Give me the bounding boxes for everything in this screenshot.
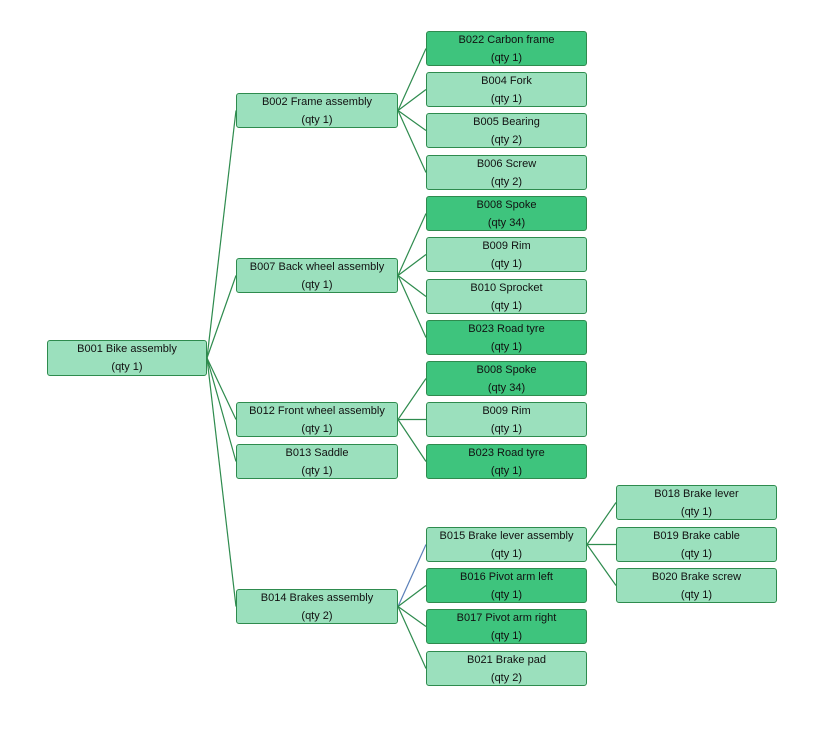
node-b009a: B009 Rim (qty 1)	[426, 237, 587, 272]
node-qty: (qty 1)	[680, 505, 713, 518]
node-qty: (qty 1)	[301, 278, 333, 291]
node-b012: B012 Front wheel assembly (qty 1)	[236, 402, 398, 437]
node-qty: (qty 1)	[490, 588, 523, 601]
edge-b007-b009a	[397, 254, 427, 276]
node-b023b: B023 Road tyre (qty 1)	[426, 444, 587, 479]
node-b007: B007 Back wheel assembly (qty 1)	[236, 258, 398, 293]
node-b001: B001 Bike assembly (qty 1)	[47, 340, 207, 376]
node-qty: (qty 2)	[490, 671, 523, 684]
node-qty: (qty 2)	[301, 609, 333, 622]
node-qty: (qty 1)	[301, 422, 333, 435]
node-name: B006 Screw	[476, 157, 537, 170]
node-b017: B017 Pivot arm right (qty 1)	[426, 609, 587, 644]
node-qty: (qty 34)	[487, 381, 526, 394]
node-name: B009 Rim	[482, 404, 531, 417]
node-name: B019 Brake cable	[653, 529, 740, 542]
node-b023a: B023 Road tyre (qty 1)	[426, 320, 587, 355]
node-qty: (qty 1)	[680, 588, 713, 601]
edge-b012-b008b	[397, 378, 427, 420]
edge-b007-b008a	[397, 213, 427, 276]
node-name: B008 Spoke	[476, 363, 537, 376]
node-name: B023 Road tyre	[468, 322, 545, 335]
edge-b001-b002	[206, 110, 237, 359]
node-b016: B016 Pivot arm left (qty 1)	[426, 568, 587, 603]
node-qty: (qty 1)	[111, 361, 143, 373]
node-b013: B013 Saddle (qty 1)	[236, 444, 398, 479]
node-b015: B015 Brake lever assembly (qty 1)	[426, 527, 587, 562]
node-name: B021 Brake pad	[467, 653, 546, 666]
node-qty: (qty 1)	[490, 257, 523, 270]
node-name: B005 Bearing	[473, 115, 540, 128]
node-name: B008 Spoke	[476, 198, 537, 211]
edge-b002-b004	[397, 89, 427, 111]
edge-b014-b015	[397, 544, 427, 607]
node-b008b: B008 Spoke (qty 34)	[426, 361, 587, 396]
edge-b012-b023b	[397, 419, 427, 462]
node-b020: B020 Brake screw (qty 1)	[616, 568, 777, 603]
node-name: B014 Brakes assembly	[260, 591, 374, 604]
node-name: B017 Pivot arm right	[456, 611, 557, 624]
node-name: B012 Front wheel assembly	[249, 404, 385, 417]
edge-b002-b022	[397, 48, 427, 111]
node-qty: (qty 34)	[487, 216, 526, 229]
node-b010: B010 Sprocket (qty 1)	[426, 279, 587, 314]
node-b021: B021 Brake pad (qty 2)	[426, 651, 587, 686]
node-name: B007 Back wheel assembly	[249, 260, 385, 273]
node-b006: B006 Screw (qty 2)	[426, 155, 587, 190]
node-qty: (qty 1)	[301, 113, 333, 126]
node-name: B023 Road tyre	[468, 446, 545, 459]
node-qty: (qty 1)	[490, 299, 523, 312]
node-b008a: B008 Spoke (qty 34)	[426, 196, 587, 231]
node-qty: (qty 1)	[490, 422, 523, 435]
node-qty: (qty 1)	[490, 51, 523, 64]
node-qty: (qty 1)	[490, 547, 523, 560]
edge-b007-b010	[397, 275, 427, 297]
node-b022: B022 Carbon frame (qty 1)	[426, 31, 587, 66]
node-b014: B014 Brakes assembly (qty 2)	[236, 589, 398, 624]
edge-b015-b020	[586, 544, 617, 586]
node-qty: (qty 1)	[490, 629, 523, 642]
edge-b001-b007	[206, 275, 237, 359]
edge-b001-b014	[206, 357, 237, 607]
node-qty: (qty 1)	[680, 547, 713, 560]
node-name: B015 Brake lever assembly	[439, 529, 574, 542]
node-qty: (qty 1)	[490, 340, 523, 353]
edge-b007-b023a	[397, 275, 427, 338]
node-name: B010 Sprocket	[470, 281, 543, 294]
node-qty: (qty 1)	[490, 464, 523, 477]
edge-b001-b013	[206, 357, 237, 462]
node-name: B013 Saddle	[285, 446, 349, 459]
node-name: B022 Carbon frame	[458, 33, 555, 46]
edge-b002-b005	[397, 110, 427, 131]
node-b005: B005 Bearing (qty 2)	[426, 113, 587, 148]
node-b002: B002 Frame assembly (qty 1)	[236, 93, 398, 128]
node-b009b: B009 Rim (qty 1)	[426, 402, 587, 437]
node-name: B001 Bike assembly	[77, 343, 177, 355]
node-qty: (qty 1)	[301, 464, 333, 477]
node-name: B004 Fork	[481, 74, 532, 87]
edge-b001-b012	[206, 357, 237, 420]
edge-b015-b018	[586, 502, 617, 545]
node-b018: B018 Brake lever (qty 1)	[616, 485, 777, 520]
node-b004: B004 Fork (qty 1)	[426, 72, 587, 107]
node-name: B018 Brake lever	[654, 487, 739, 500]
node-name: B020 Brake screw	[651, 570, 742, 583]
node-qty: (qty 2)	[490, 175, 523, 188]
edge-b014-b021	[397, 606, 427, 669]
edge-b014-b016	[397, 585, 427, 607]
node-name: B002 Frame assembly	[261, 95, 373, 108]
node-qty: (qty 1)	[490, 92, 523, 105]
node-name: B009 Rim	[482, 239, 531, 252]
edge-b002-b006	[397, 110, 427, 173]
node-name: B016 Pivot arm left	[460, 570, 553, 583]
node-qty: (qty 2)	[490, 133, 523, 146]
node-b019: B019 Brake cable (qty 1)	[616, 527, 777, 562]
edge-b014-b017	[397, 606, 427, 627]
